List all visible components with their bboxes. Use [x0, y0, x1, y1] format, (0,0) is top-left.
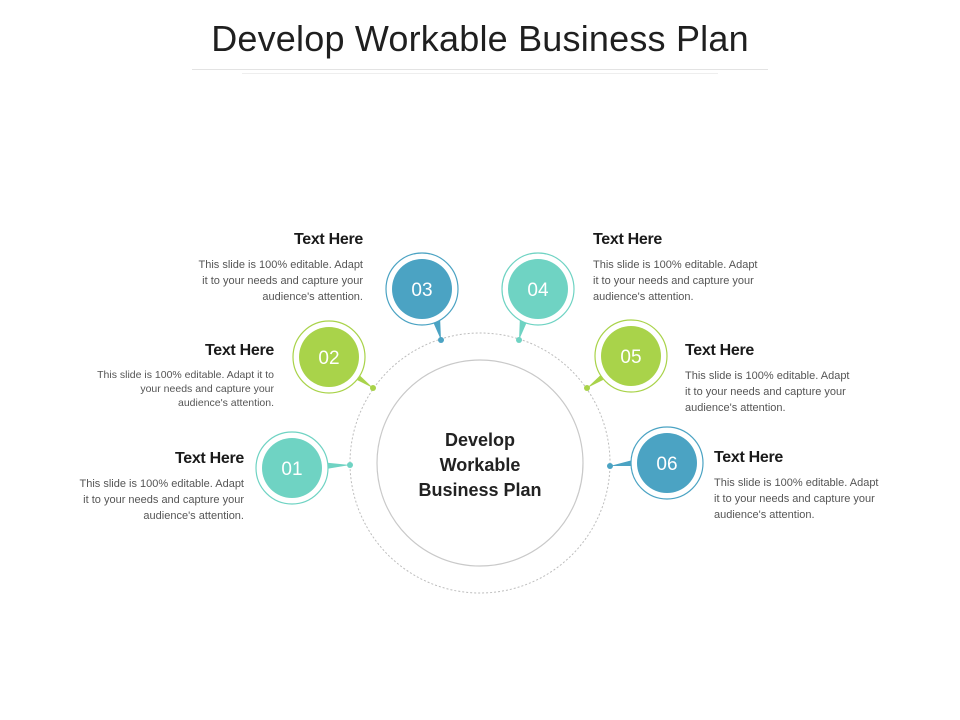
title-divider-inner	[242, 73, 718, 74]
item-05-desc-line: it to your needs and capture your	[685, 386, 846, 398]
item-04-heading: Text Here	[593, 231, 663, 248]
item-06-desc-line: This slide is 100% editable. Adapt	[714, 477, 879, 489]
item-01-heading: Text Here	[174, 450, 244, 467]
node-03-dot	[438, 337, 444, 343]
node-06-dot	[607, 463, 613, 469]
node-03	[385, 252, 459, 343]
center-circle	[376, 359, 584, 567]
item-05-desc-line: audience's attention.	[685, 402, 786, 414]
node-01-number: 01	[281, 459, 302, 480]
item-01-desc-line: This slide is 100% editable. Adapt	[79, 478, 245, 490]
item-05-text: Text Here This slide is 100% editable. A…	[685, 342, 890, 416]
item-02-desc-line: your needs and capture your	[140, 383, 274, 395]
item-04-desc-line: it to your needs and capture your	[593, 275, 754, 287]
node-02-disc	[299, 327, 359, 387]
item-06-description: This slide is 100% editable. Adapt it to…	[714, 475, 919, 523]
node-06	[607, 426, 704, 500]
node-04-disc	[508, 259, 568, 319]
node-05-number: 05	[620, 347, 641, 368]
item-04-text: Text Here This slide is 100% editable. A…	[593, 231, 798, 305]
node-01	[255, 431, 353, 505]
node-04-number: 04	[527, 280, 549, 301]
item-05-heading: Text Here	[685, 342, 755, 359]
node-05-dot	[584, 385, 590, 391]
item-06-heading: Text Here	[714, 449, 784, 466]
item-03-description: This slide is 100% editable. Adapt it to…	[162, 257, 364, 305]
node-04-dot	[516, 337, 522, 343]
item-02-desc-line: This slide is 100% editable. Adapt it to	[97, 369, 274, 381]
node-01-disc	[262, 438, 322, 498]
title-divider	[192, 69, 768, 70]
center-label-line-3: Business Plan	[418, 480, 542, 500]
item-03-text: Text Here This slide is 100% editable. A…	[162, 231, 364, 305]
item-03-desc-line: audience's attention.	[262, 291, 363, 303]
center-label-line-1: Develop	[444, 430, 516, 450]
node-06-number: 06	[656, 454, 677, 475]
item-05-description: This slide is 100% editable. Adapt it to…	[685, 368, 890, 416]
item-02-description: This slide is 100% editable. Adapt it to…	[64, 368, 274, 410]
node-06-disc	[637, 433, 697, 493]
node-05	[584, 319, 668, 393]
center-label-line-2: Workable	[439, 455, 521, 475]
node-02-number: 02	[318, 348, 339, 369]
node-02-dot	[370, 385, 376, 391]
node-03-number: 03	[411, 280, 432, 301]
item-02-heading: Text Here	[204, 342, 274, 359]
item-06-desc-line: it to your needs and capture your	[714, 493, 875, 505]
item-01-description: This slide is 100% editable. Adapt it to…	[44, 476, 245, 524]
item-01-desc-line: audience's attention.	[143, 510, 244, 522]
item-03-heading: Text Here	[293, 231, 363, 248]
item-04-description: This slide is 100% editable. Adapt it to…	[593, 257, 798, 305]
item-06-text: Text Here This slide is 100% editable. A…	[714, 449, 919, 523]
item-01-desc-line: it to your needs and capture your	[83, 494, 244, 506]
item-03-desc-line: it to your needs and capture your	[202, 275, 363, 287]
item-02-text: Text Here This slide is 100% editable. A…	[64, 342, 274, 410]
item-03-desc-line: This slide is 100% editable. Adapt	[198, 259, 364, 271]
node-02	[292, 320, 376, 394]
item-05-desc-line: This slide is 100% editable. Adapt	[685, 370, 850, 382]
node-03-disc	[392, 259, 452, 319]
node-05-disc	[601, 326, 661, 386]
item-04-desc-line: This slide is 100% editable. Adapt	[593, 259, 758, 271]
center-label: Develop Workable Business Plan	[380, 428, 580, 503]
item-02-desc-line: audience's attention.	[178, 397, 274, 409]
node-01-dot	[347, 462, 353, 468]
item-04-desc-line: audience's attention.	[593, 291, 694, 303]
item-01-text: Text Here This slide is 100% editable. A…	[44, 450, 245, 524]
page-title: Develop Workable Business Plan	[211, 18, 749, 59]
item-06-desc-line: audience's attention.	[714, 509, 815, 521]
node-04	[501, 252, 575, 343]
